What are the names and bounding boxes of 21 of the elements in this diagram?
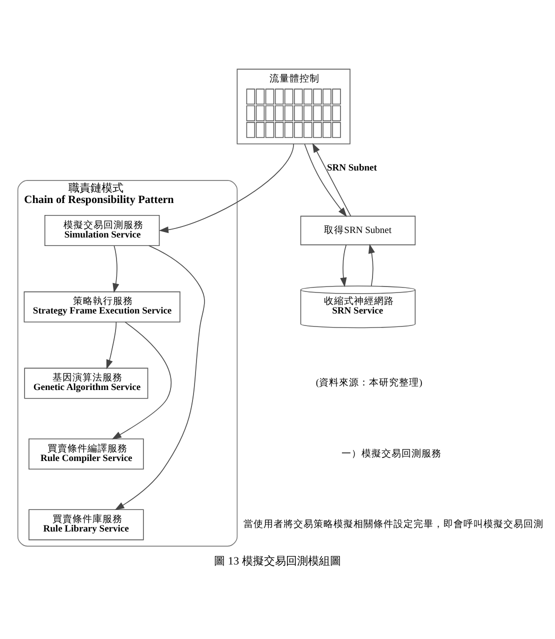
arrow [112, 244, 120, 292]
node-box: 買賣條件庫服務 Rule Library Service [28, 508, 144, 540]
label: (資料來源：本研究整理) [316, 378, 422, 388]
node-box: 基因演算法服務 Genetic Algorithm Service [24, 367, 148, 398]
node-box: 模擬交易回測服務 Simulation Service [44, 214, 160, 246]
label: 當使用者將交易策略模擬相關條件設定完畢，即會呼叫模擬交易回測 [244, 520, 544, 530]
edge-label: SRN Subnet [326, 163, 377, 174]
caption: 圖 13 模擬交易回測模組圖 [214, 555, 341, 568]
arrow [304, 143, 348, 216]
arrow [312, 142, 352, 216]
label: 一）模擬交易回測服務 [341, 448, 442, 459]
arrow [368, 243, 375, 286]
arrow [106, 321, 117, 369]
node-box: 策略執行服務 Strategy Frame Execution Service [24, 290, 180, 322]
arrow [112, 321, 172, 439]
node-box: 取得SRN Subnet [300, 215, 416, 245]
node-box: 流量體控制 [236, 68, 350, 144]
arrow [340, 244, 347, 287]
arrow [114, 244, 205, 510]
arrow [158, 142, 294, 233]
node-box: 買賣條件編譯服務 Rule Compiler Service [28, 438, 144, 469]
